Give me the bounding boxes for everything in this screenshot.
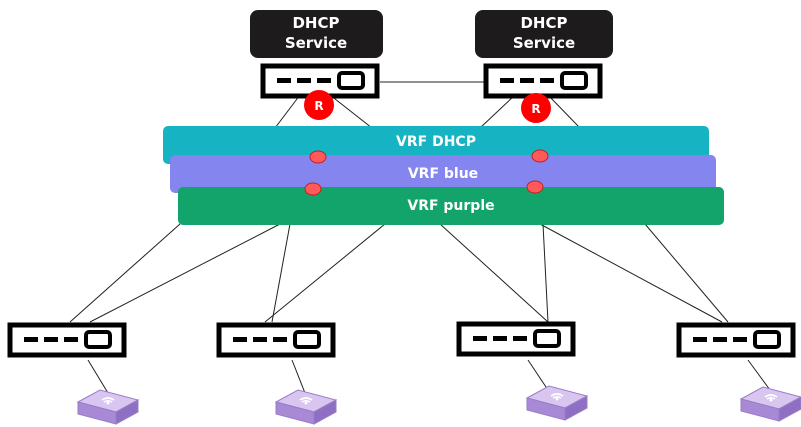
router-icon: [521, 93, 551, 123]
wireless-access-point-icon: [526, 385, 588, 421]
vrf-interface-dot: [304, 182, 322, 196]
access-switch-1-icon: [10, 325, 124, 355]
vrf-interface-dot: [531, 149, 549, 163]
access-link: [542, 223, 549, 323]
access-link: [271, 223, 291, 323]
service-box: [475, 10, 613, 58]
router-icon: [304, 90, 334, 120]
uplink: [547, 94, 581, 129]
service-title: DHCP: [292, 14, 339, 32]
vrf-interface-dot: [309, 150, 327, 164]
wireless-access-point-icon: [740, 386, 801, 422]
dhcp-service-right: DHCP Service: [475, 10, 613, 58]
vrf-dhcp-band: VRF DHCP: [163, 126, 709, 164]
access-switch-4-icon: [679, 325, 793, 355]
vrf-band: [170, 155, 716, 193]
router-badge-label: R: [314, 99, 323, 113]
vrf-blue-band: VRF blue: [170, 155, 716, 193]
dhcp-service-left: DHCP Service: [250, 10, 383, 58]
ap-link: [291, 359, 306, 394]
access-link: [69, 223, 181, 323]
vrf-label: VRF DHCP: [396, 134, 476, 150]
router-badge-right: R: [521, 93, 551, 123]
access-switch-3-icon: [459, 324, 573, 354]
router-badge-label: R: [531, 102, 540, 116]
vrf-interface-dot: [526, 180, 544, 194]
vrf-purple-band: VRF purple: [178, 187, 724, 225]
links: [69, 81, 771, 394]
uplink: [479, 94, 516, 129]
service-subtitle: Service: [513, 34, 575, 52]
access-link: [644, 223, 729, 323]
access-link: [264, 223, 386, 323]
service-box: [250, 10, 383, 58]
access-link: [539, 223, 723, 323]
vrf-band: [163, 126, 709, 164]
service-title: DHCP: [520, 14, 567, 32]
ap-link: [87, 359, 109, 394]
wireless-access-point-icon: [275, 389, 337, 425]
vrf-label: VRF purple: [407, 198, 494, 214]
access-switch-2-icon: [219, 325, 333, 355]
uplink: [274, 94, 301, 129]
uplink: [329, 94, 373, 129]
wireless-access-point-icon: [77, 389, 139, 425]
service-subtitle: Service: [285, 34, 347, 52]
access-link: [89, 223, 281, 323]
vrf-label: VRF blue: [408, 166, 478, 182]
access-link: [439, 223, 549, 323]
ap-link: [747, 359, 771, 391]
vrf-band: [178, 187, 724, 225]
router-badge-left: R: [304, 90, 334, 120]
core-switch-right-icon: [486, 66, 600, 96]
